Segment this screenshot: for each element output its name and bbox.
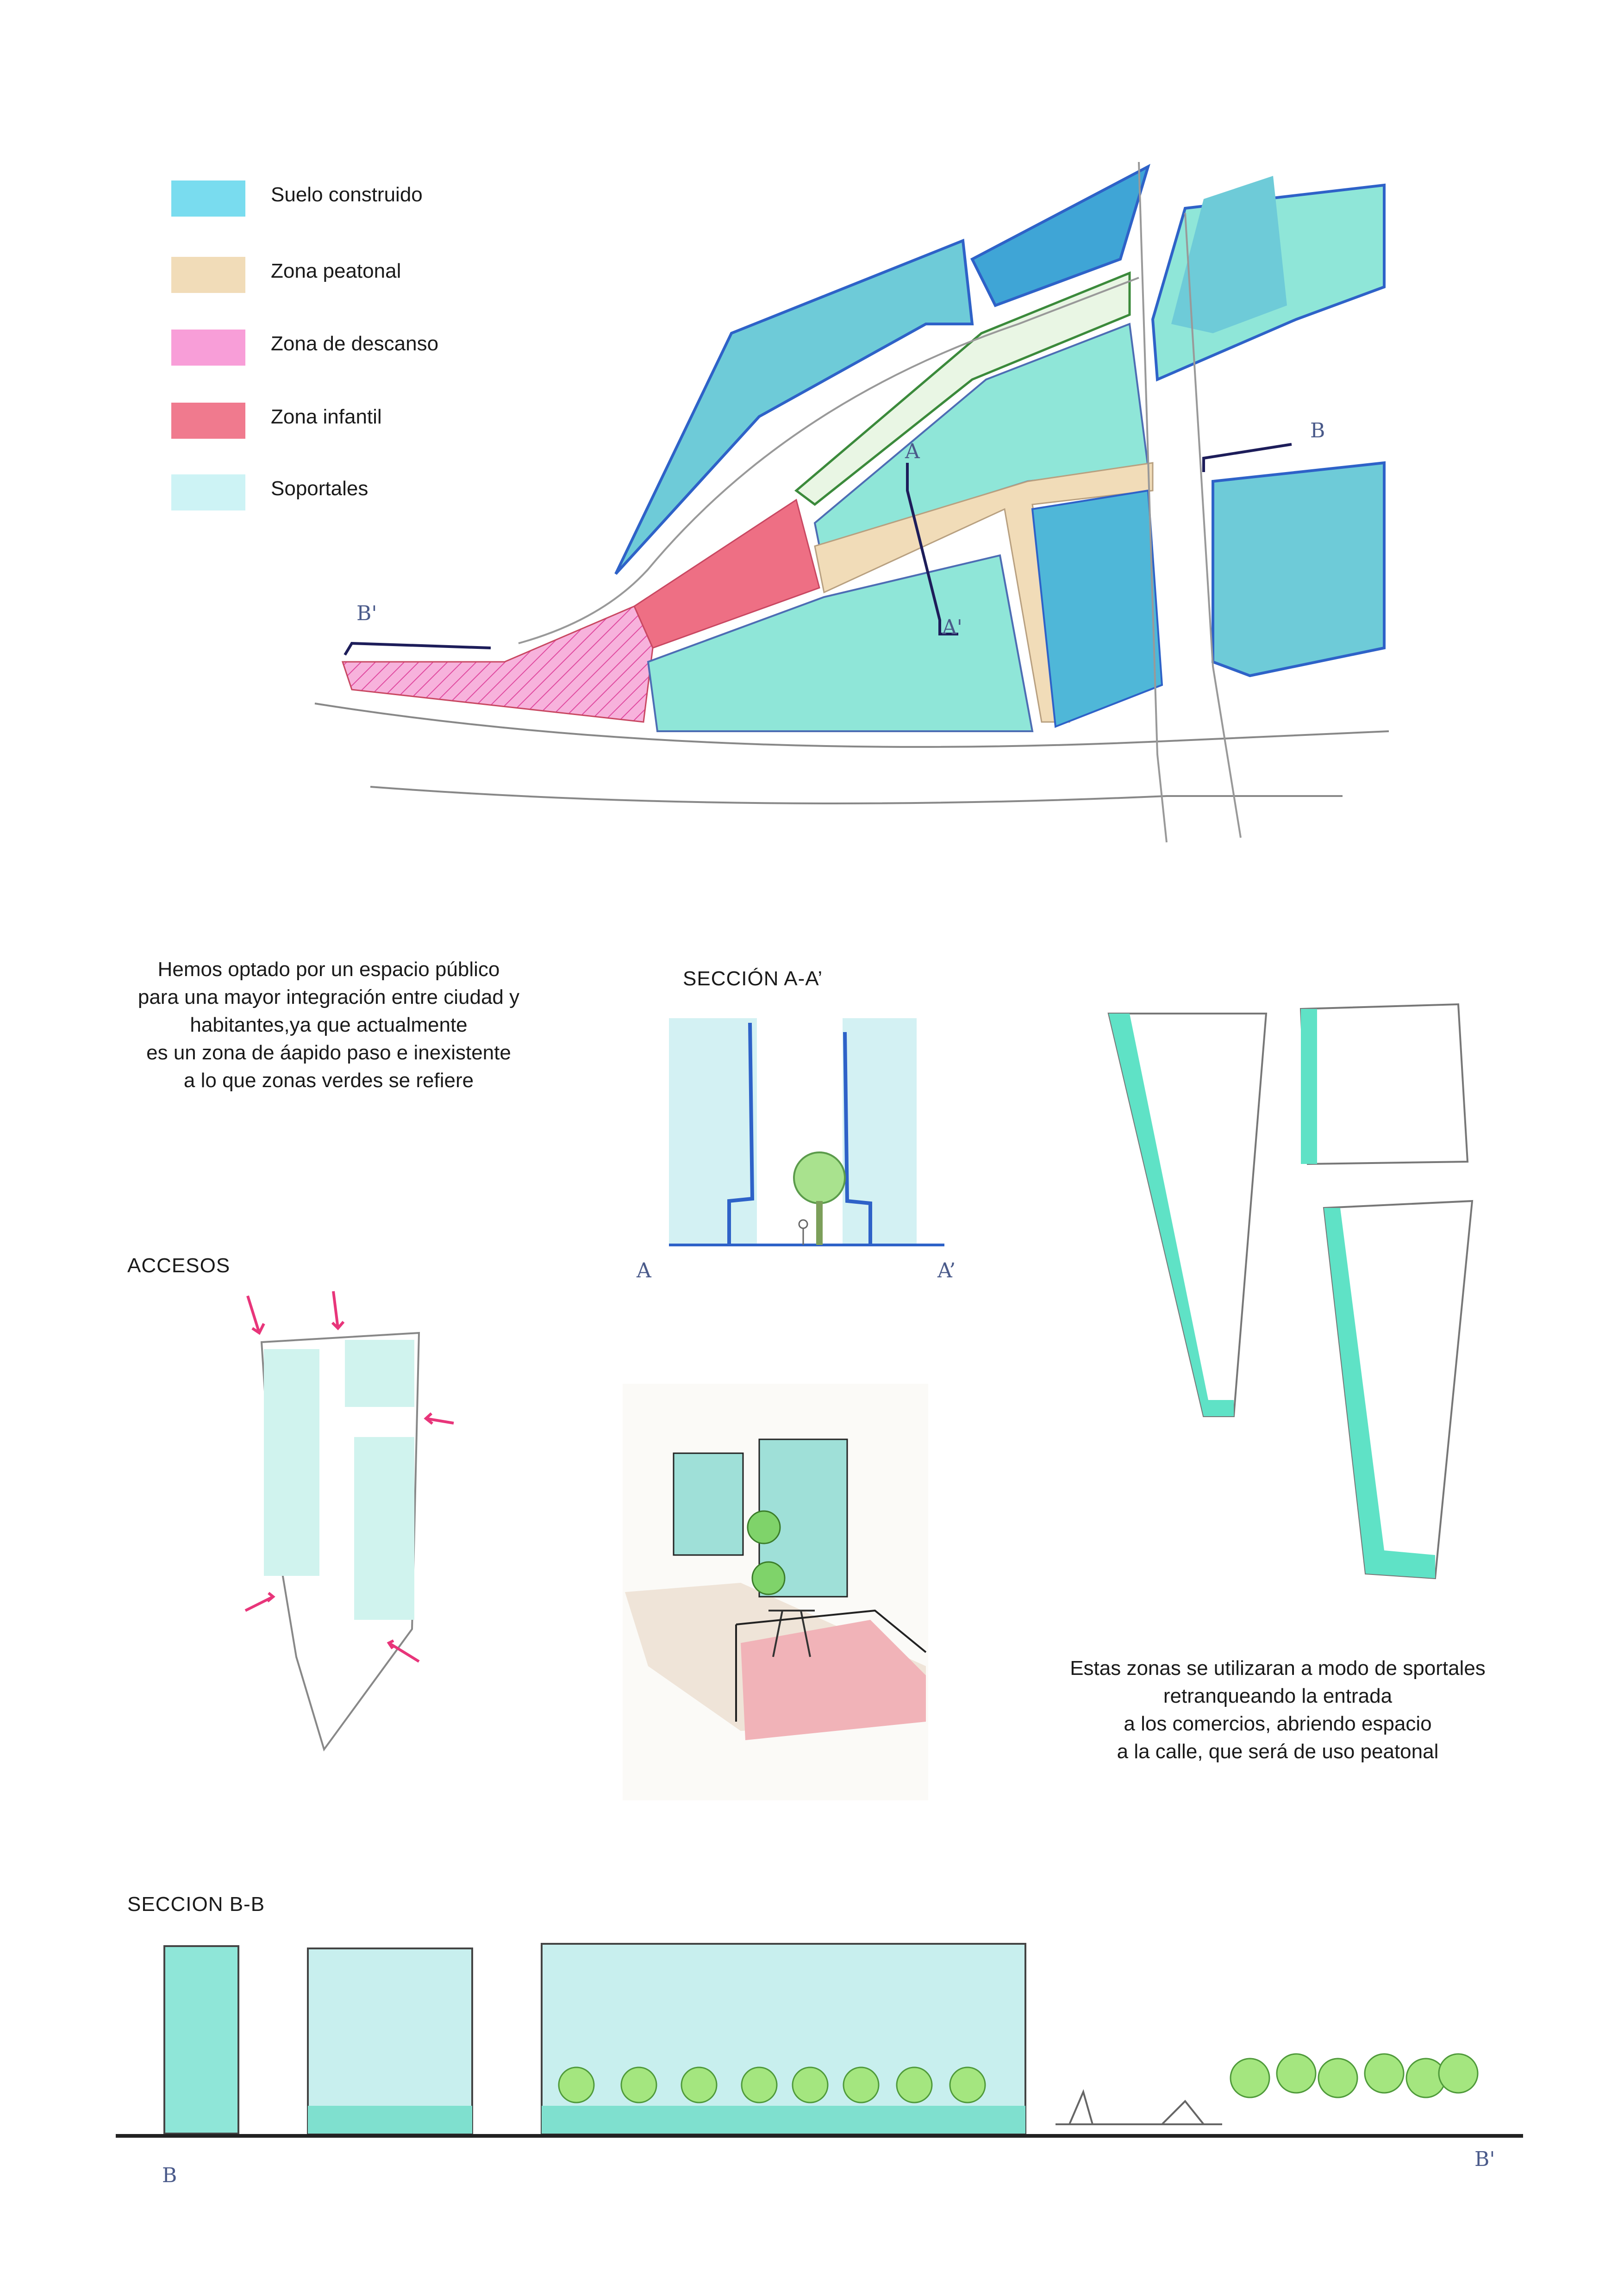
legend-swatch-built (171, 180, 245, 217)
plan-road-north (518, 277, 1139, 644)
plan-block-northwest (614, 238, 974, 575)
section-bb-arcade-3 (542, 2106, 1025, 2134)
intro-line: para una mayor integración entre ciudad … (137, 986, 520, 1008)
plan-block-east (1031, 489, 1163, 728)
plan-road-south-2 (370, 786, 1343, 804)
plan-section-line-aa (906, 463, 958, 635)
legend-swatch-rest (171, 330, 245, 366)
legend-item-built: Suelo construido (171, 180, 495, 218)
sketch-building-left (673, 1452, 744, 1556)
accesos-arrow-5 (387, 1639, 420, 1663)
section-aa-label-left: A (637, 1259, 651, 1282)
plan-road-east (1138, 162, 1168, 843)
sketch-tree-2 (751, 1561, 786, 1595)
section-aa-tree-trunk (816, 1201, 823, 1245)
intro-line: es un zona de áapido paso e inexistente (146, 1041, 511, 1064)
section-bb-arcade-2 (308, 2106, 472, 2134)
section-bb-label-left: B (162, 2164, 177, 2187)
section-bb-play-structure (1056, 2089, 1222, 2125)
soportales-text: Estas zonas se utilizaran a modo de spor… (1000, 1655, 1555, 1766)
section-bb-label-right: B' (1474, 2147, 1495, 2171)
arcade-plan-top-right-fill (1301, 1009, 1317, 1164)
accesos-block-nw (264, 1349, 319, 1576)
section-bb-title: SECCION B-B (127, 1893, 265, 1916)
legend-item-children: Zona infantil (171, 403, 495, 440)
legend-label: Suelo construido (271, 183, 423, 206)
sketch-tree-1 (747, 1510, 781, 1544)
plan-block-south (647, 554, 1034, 732)
legend-item-arcades: Soportales (171, 474, 495, 511)
section-aa-building-left (727, 1022, 755, 1245)
legend-label: Soportales (271, 477, 369, 500)
plan-block-northeast-small (1171, 176, 1287, 333)
section-aa-sky-right (843, 1018, 917, 1245)
plan-label-b: B (1310, 419, 1325, 442)
soportales-line: retranqueando la entrada (1163, 1685, 1393, 1707)
plan-block-north (970, 164, 1150, 307)
sketch-play-area (741, 1620, 926, 1740)
legend-label: Zona de descanso (271, 332, 439, 355)
legend-label: Zona infantil (271, 405, 382, 428)
intro-line: a lo que zonas verdes se refiere (183, 1069, 474, 1092)
plan-label-a: A (905, 440, 920, 463)
accesos-block-ne (345, 1340, 414, 1407)
soportales-line: Estas zonas se utilizaran a modo de spor… (1070, 1657, 1486, 1680)
accesos-arrow-2 (331, 1291, 345, 1331)
accesos-arrow-3 (424, 1412, 454, 1425)
plan-label-b-prime: B' (356, 602, 377, 625)
intro-line: Hemos optado por un espacio público (157, 958, 500, 981)
arcade-plan-bottom-right-fill (1324, 1208, 1435, 1578)
legend-item-rest: Zona de descanso (171, 330, 495, 367)
legend-label: Zona peatonal (271, 260, 401, 282)
section-aa-person-head (798, 1219, 808, 1229)
legend-swatch-children (171, 403, 245, 439)
legend-item-pedestrian: Zona peatonal (171, 257, 495, 294)
section-bb-building-3 (541, 1943, 1026, 2134)
plan-block-east-far (1212, 461, 1386, 678)
soportales-line: a los comercios, abriendo espacio (1124, 1712, 1432, 1735)
plan-tree-strip (794, 271, 1131, 506)
accesos-title: ACCESOS (127, 1254, 231, 1277)
sketch-fence (735, 1609, 927, 1722)
section-bb-trees (558, 2053, 1479, 2103)
intro-line: habitantes,ya que actualmente (190, 1014, 468, 1036)
section-aa-title: SECCIÓN A-A’ (683, 967, 823, 990)
plan-section-line-bb-west (344, 641, 491, 656)
accesos-arrow-1 (246, 1295, 265, 1335)
plan-label-a-prime: A' (942, 616, 962, 639)
accesos-arrow-4 (244, 1592, 275, 1612)
accesos-arrows (244, 1291, 454, 1663)
arcade-plan-left-fill (1109, 1014, 1234, 1416)
accesos-block-se (354, 1437, 414, 1620)
section-aa-label-right: A’ (937, 1259, 956, 1282)
section-aa-building-right (843, 1032, 872, 1245)
plan-section-line-bb (1202, 443, 1292, 472)
plan-rest-zone (341, 605, 654, 723)
legend-swatch-pedestrian (171, 257, 245, 293)
plan-road-east-2 (1184, 212, 1242, 838)
legend-swatch-arcades (171, 474, 245, 510)
intro-text: Hemos optado por un espacio público para… (97, 956, 560, 1095)
soportales-line: a la calle, que será de uso peatonal (1117, 1740, 1439, 1763)
plan-road-south (314, 703, 1389, 748)
section-aa-sky-left (669, 1018, 757, 1245)
section-bb-building-1 (163, 1945, 239, 2134)
